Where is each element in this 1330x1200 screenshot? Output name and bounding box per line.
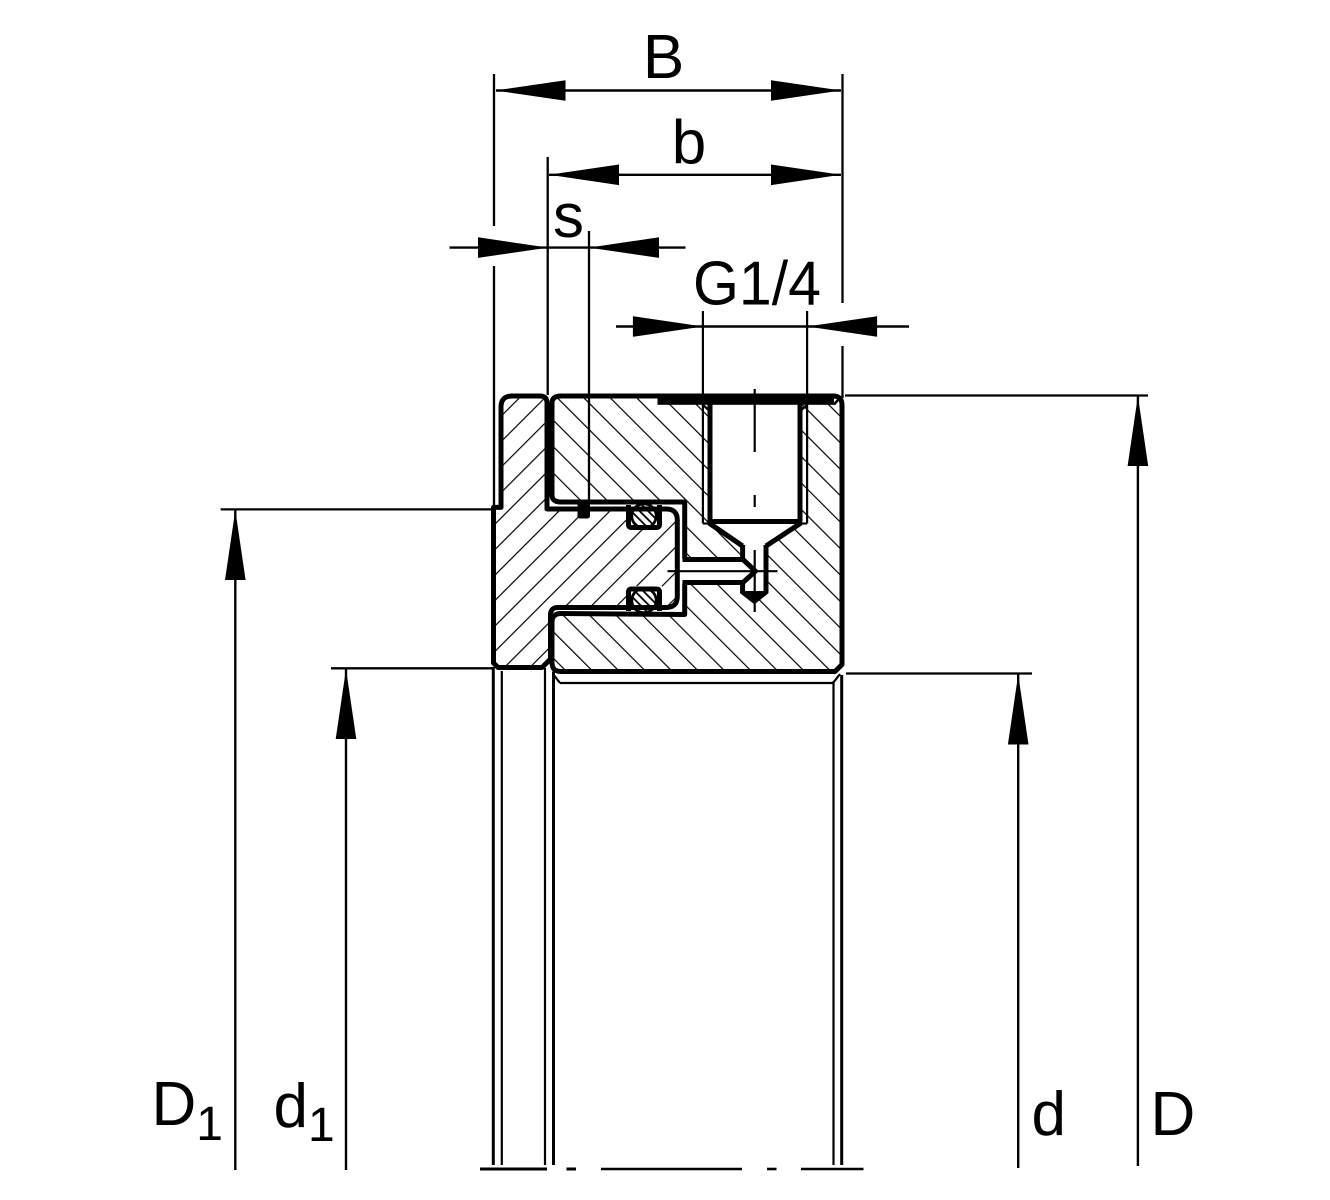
svg-text:s: s (553, 182, 584, 251)
svg-text:b: b (672, 109, 706, 178)
svg-text:d: d (1032, 1080, 1066, 1149)
svg-text:D: D (1151, 1080, 1196, 1149)
svg-text:D1: D1 (152, 1070, 223, 1151)
svg-text:G1/4: G1/4 (693, 250, 821, 319)
svg-text:B: B (643, 23, 684, 92)
